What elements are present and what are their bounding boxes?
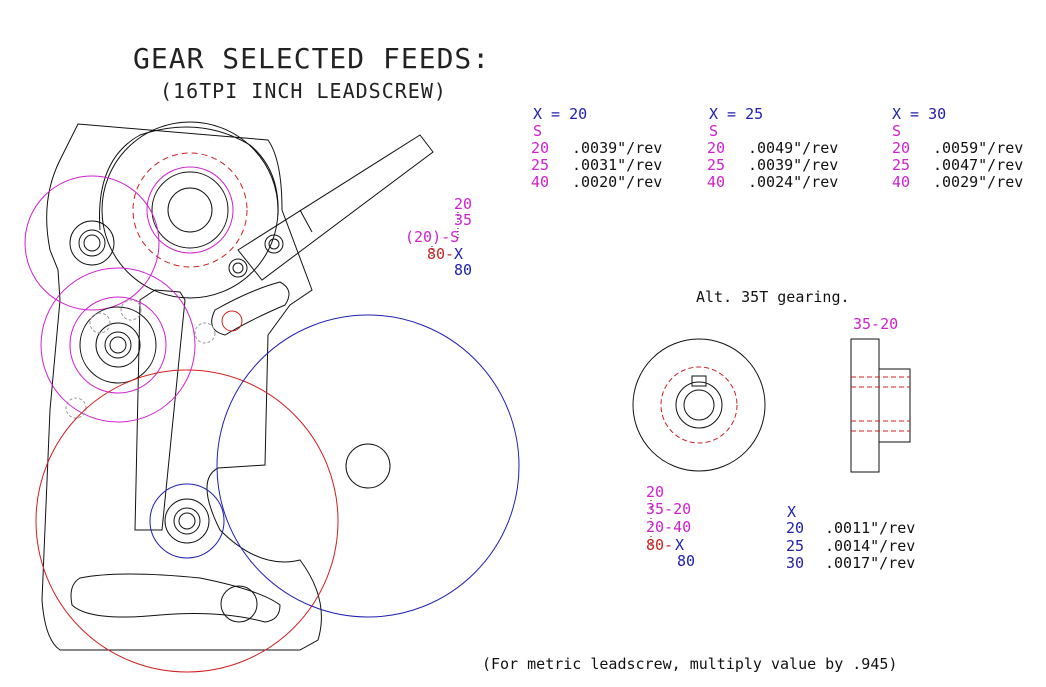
train-line: 20-40 <box>646 518 692 536</box>
lower-slot <box>70 573 281 623</box>
alt-side-label: 35-20 <box>853 315 899 333</box>
train-line: 35-20 <box>646 500 692 518</box>
table-header: X = 20 <box>533 105 588 123</box>
train-line: (20)-S <box>405 228 460 246</box>
s-label: S <box>892 122 902 140</box>
feed-value: .0049"/rev <box>748 139 839 157</box>
s-value: 25 <box>892 156 911 174</box>
train-line: X <box>675 536 685 554</box>
s-label: S <box>709 122 719 140</box>
s-value: 40 <box>531 173 550 191</box>
page-title: GEAR SELECTED FEEDS: <box>133 42 491 75</box>
feed-value: .0047"/rev <box>933 156 1024 174</box>
x-value: 20 <box>786 519 805 537</box>
feed-value: .0020"/rev <box>572 173 663 191</box>
slot-arm <box>134 289 186 531</box>
table-header: X = 25 <box>709 105 764 123</box>
alt-gearing-label: Alt. 35T gearing. <box>696 288 850 306</box>
train-line: 20 <box>646 483 665 501</box>
footnote: (For metric leadscrew, multiply value by… <box>482 655 898 673</box>
banjo-plate-outline <box>41 123 322 651</box>
feed-value: .0017"/rev <box>825 554 916 572</box>
curved-slot <box>211 281 290 336</box>
train-line: 80- <box>427 245 455 263</box>
feed-value: .0014"/rev <box>825 537 916 555</box>
x-value: 25 <box>786 537 805 555</box>
alt-gear-side <box>850 338 880 473</box>
s-value: 20 <box>892 139 911 157</box>
banjo-upper-shell <box>99 126 279 231</box>
table-header: X = 30 <box>892 105 947 123</box>
feed-value: .0011"/rev <box>825 519 916 537</box>
train-line: 80 <box>454 261 473 279</box>
page-subtitle: (16TPI INCH LEADSCREW) <box>160 79 447 103</box>
feed-value: .0024"/rev <box>748 173 839 191</box>
s-label: S <box>533 122 543 140</box>
alt-gear-front <box>632 338 766 472</box>
train-line: 80- <box>646 536 674 554</box>
s-value: 25 <box>707 156 726 174</box>
feed-value: .0039"/rev <box>572 139 663 157</box>
s-value: 40 <box>707 173 726 191</box>
blue-gear-80 <box>216 314 520 618</box>
feed-value: .0039"/rev <box>748 156 839 174</box>
x-value: 30 <box>786 554 805 572</box>
feed-value: .0031"/rev <box>572 156 663 174</box>
s-value: 40 <box>892 173 911 191</box>
s-value: 20 <box>531 139 550 157</box>
train-line: X <box>454 245 464 263</box>
train-line: 35 <box>454 211 473 229</box>
s-value: 20 <box>707 139 726 157</box>
s-value: 25 <box>531 156 550 174</box>
feed-value: .0059"/rev <box>933 139 1024 157</box>
feed-value: .0029"/rev <box>933 173 1024 191</box>
bracket-arm <box>237 134 434 281</box>
table-header: X <box>787 503 797 521</box>
train-line: 80 <box>677 552 696 570</box>
red-gear-80 <box>35 369 339 673</box>
train-line: 20 <box>454 195 473 213</box>
